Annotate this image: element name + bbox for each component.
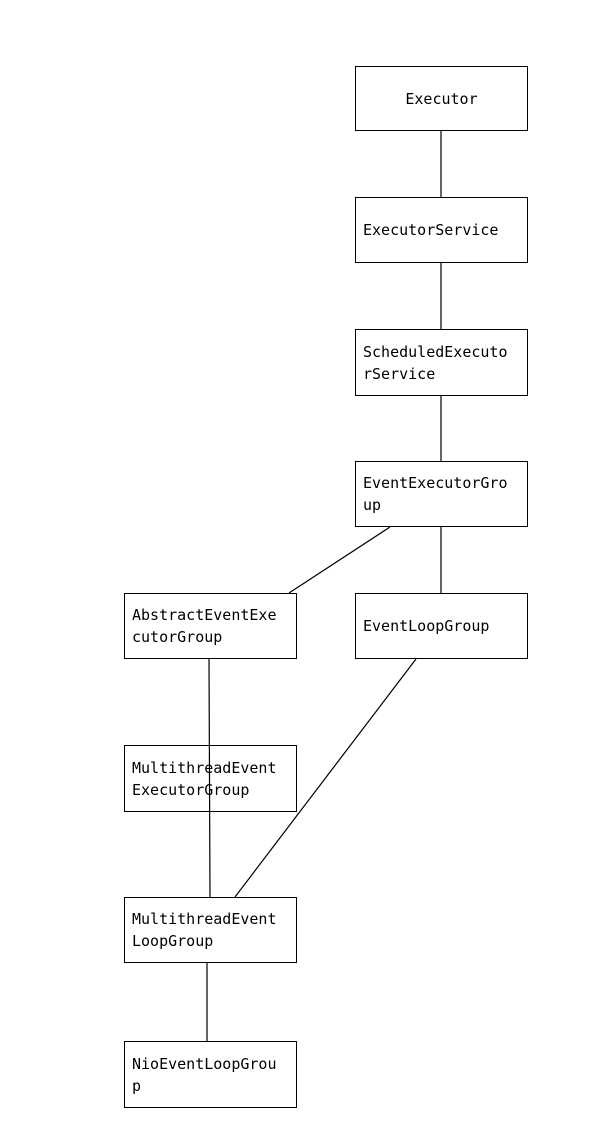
node-abstract-event-executor-group: AbstractEventExe cutorGroup <box>124 593 297 659</box>
node-executor: Executor <box>355 66 528 131</box>
node-event-loop-group-label: EventLoopGroup <box>363 617 490 635</box>
edge-eventexecutorgroup-abstracteventexecutorgroup <box>288 526 391 594</box>
edge-eventloopgroup-multithreadeventloopgroup <box>234 658 417 898</box>
node-event-loop-group: EventLoopGroup <box>355 593 528 659</box>
node-multithread-event-executor-group: MultithreadEvent ExecutorGroup <box>124 745 297 812</box>
node-multithread-event-executor-group-label: MultithreadEvent ExecutorGroup <box>132 758 277 799</box>
node-event-executor-group-label: EventExecutorGro up <box>363 474 508 514</box>
node-scheduled-executor-service-label: ScheduledExecuto rService <box>363 342 508 383</box>
node-multithread-event-loop-group-label: MultithreadEvent LoopGroup <box>132 910 277 950</box>
node-scheduled-executor-service: ScheduledExecuto rService <box>355 329 528 396</box>
node-event-executor-group: EventExecutorGro up <box>355 461 528 527</box>
node-multithread-event-loop-group: MultithreadEvent LoopGroup <box>124 897 297 963</box>
node-nio-event-loop-group-label: NioEventLoopGrou p <box>132 1054 277 1095</box>
edge-abstract-multithreadeventloopgroup <box>208 658 211 898</box>
node-nio-event-loop-group: NioEventLoopGrou p <box>124 1041 297 1108</box>
node-executor-label: Executor <box>405 89 478 108</box>
node-executor-service: ExecutorService <box>355 197 528 263</box>
node-abstract-event-executor-group-label: AbstractEventExe cutorGroup <box>132 606 277 646</box>
node-executor-service-label: ExecutorService <box>363 221 499 239</box>
